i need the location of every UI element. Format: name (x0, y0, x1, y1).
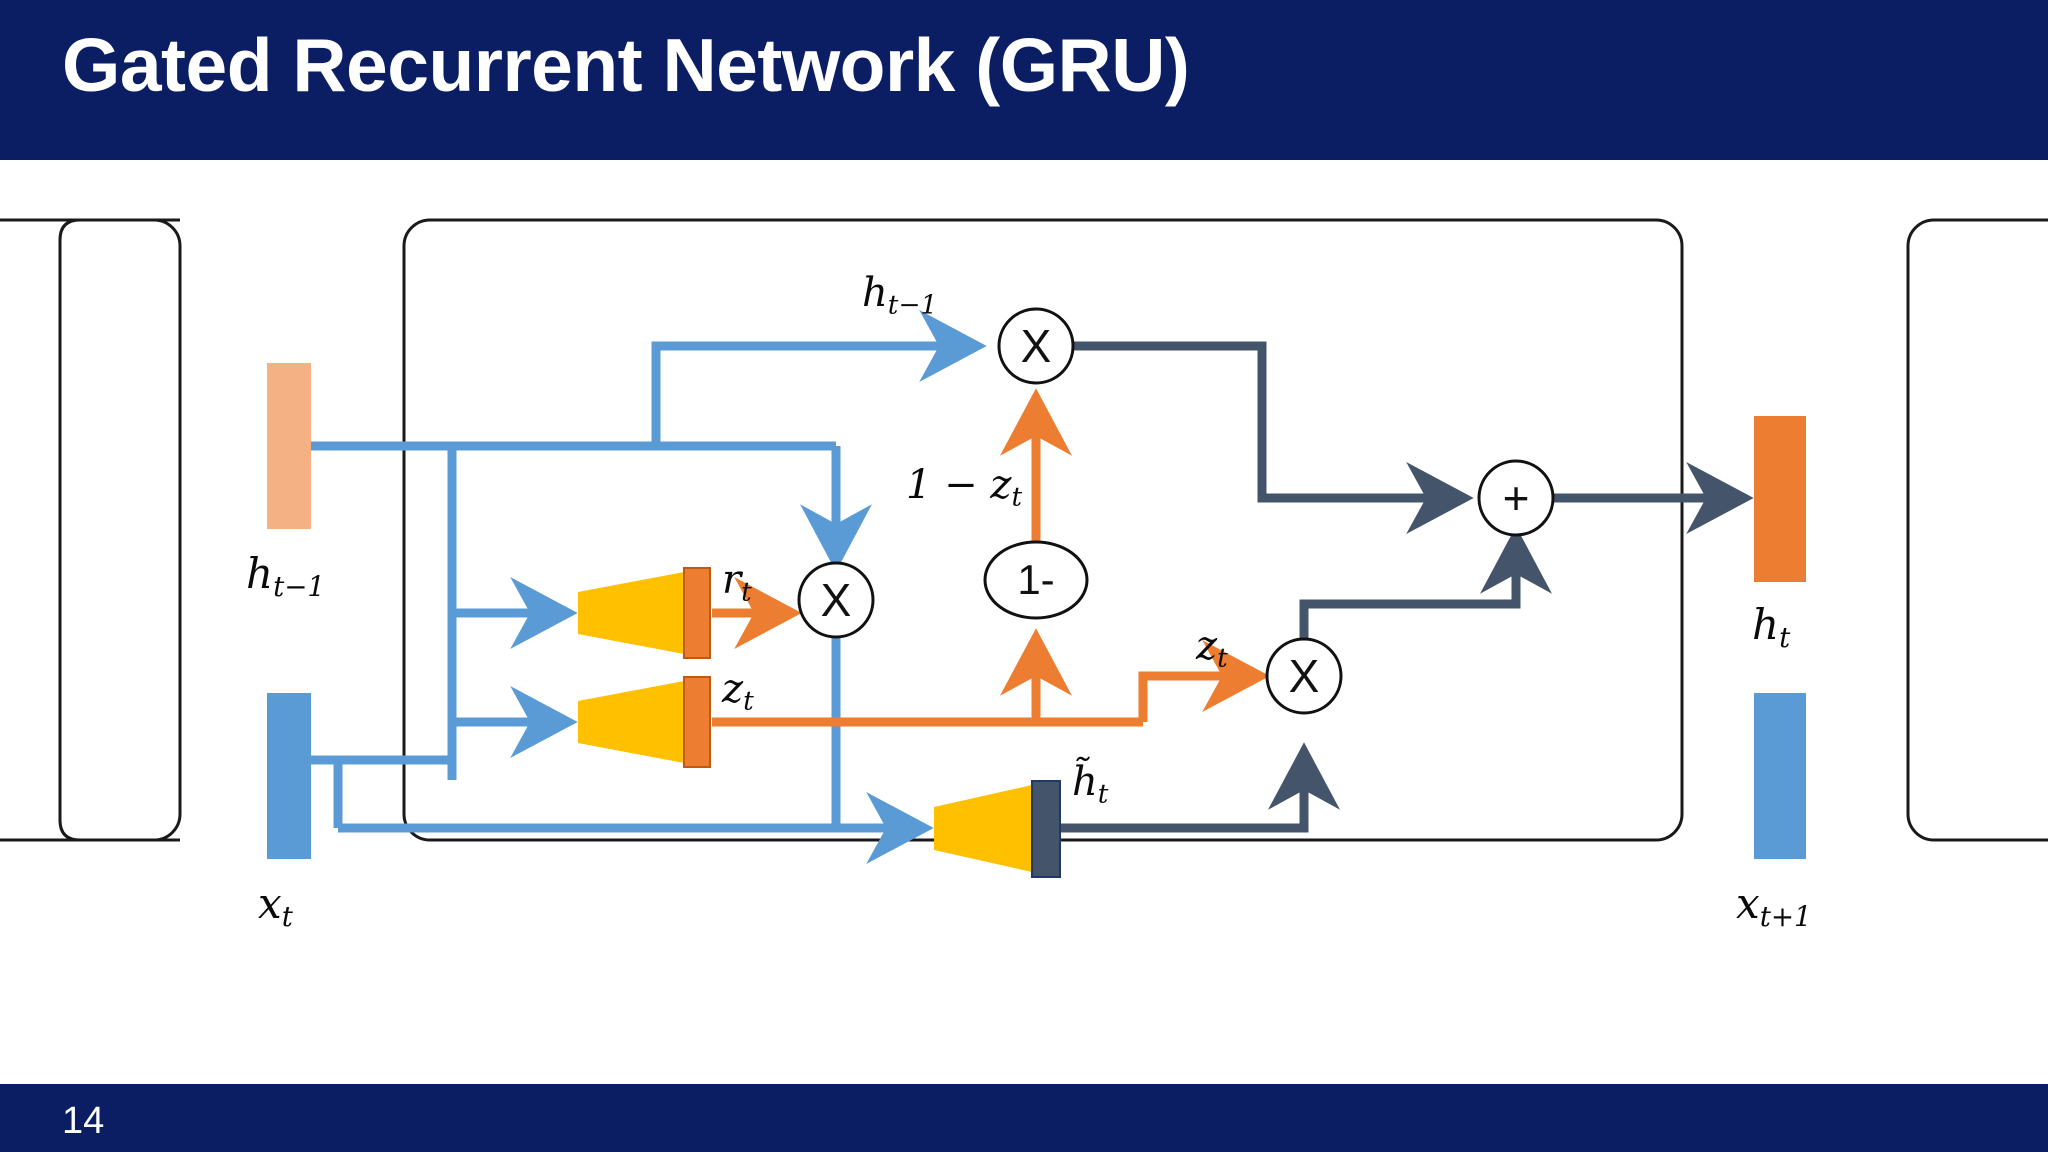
slide-footer-bar (0, 1084, 2048, 1152)
h-t-vector-label: ht (1752, 600, 1791, 654)
h-prev-vector-bar (267, 363, 311, 529)
one-minus-z-edge-label: 1 − zt (906, 462, 1023, 513)
one-minus-node-symbol: 1- (1017, 556, 1055, 603)
multiply-hprev-node[interactable] (997, 307, 1075, 385)
candidate-gate-bar (1031, 780, 1061, 878)
wire-top-x-to-add (1073, 341, 1474, 534)
previous-cell-box (58, 218, 180, 842)
x-t-vector-bar (267, 693, 311, 859)
add-node-symbol: + (1502, 472, 1530, 524)
next-cell-box (1906, 218, 2048, 842)
reset-gate-output-label: rt (722, 557, 752, 608)
one-minus-node[interactable] (983, 540, 1089, 620)
h-prev-vector-label: ht−1 (246, 549, 326, 603)
multiply-update-node-symbol: X (1288, 650, 1320, 702)
x-t-vector-label: xt (258, 879, 293, 933)
wire-zt-to-update-x (1138, 640, 1270, 722)
update-gate-body (578, 681, 684, 763)
h-prev-top-edge-label: ht−1 (862, 270, 938, 321)
multiply-update-node[interactable] (1265, 637, 1343, 715)
gru-diagram: X X X 1- + ht−1 xt ht xt+1 ht−1 1 − zt r… (0, 160, 2048, 1084)
candidate-gate-body (934, 785, 1032, 872)
wire-candidate-to-update-x (1060, 742, 1340, 833)
reset-gate-bar (683, 567, 711, 659)
reset-gate-body (578, 572, 684, 654)
candidate-gate-output-label: h̃t (1072, 759, 1109, 810)
previous-cell-box-fix (0, 218, 182, 842)
page-number: 14 (62, 1100, 105, 1142)
update-gate-bar (683, 676, 711, 768)
update-gate-output-label: zt (722, 666, 754, 717)
h-t-vector-bar (1754, 416, 1806, 582)
slide-header-bar: Gated Recurrent Network (GRU) (0, 0, 2048, 160)
wire-hprev-to-top-x (651, 310, 987, 446)
multiply-reset-node-symbol: X (820, 574, 852, 626)
multiply-hprev-node-symbol: X (1020, 320, 1052, 372)
add-node[interactable] (1477, 459, 1555, 537)
x-next-vector-bar (1754, 693, 1806, 859)
multiply-reset-node[interactable] (797, 561, 875, 639)
update-right-edge-label: zt (1196, 623, 1228, 674)
gru-diagram-svg (0, 218, 2048, 878)
wire-update-x-to-add (1299, 526, 1552, 638)
x-next-vector-label: xt+1 (1736, 879, 1812, 933)
page-title: Gated Recurrent Network (GRU) (62, 23, 1190, 107)
